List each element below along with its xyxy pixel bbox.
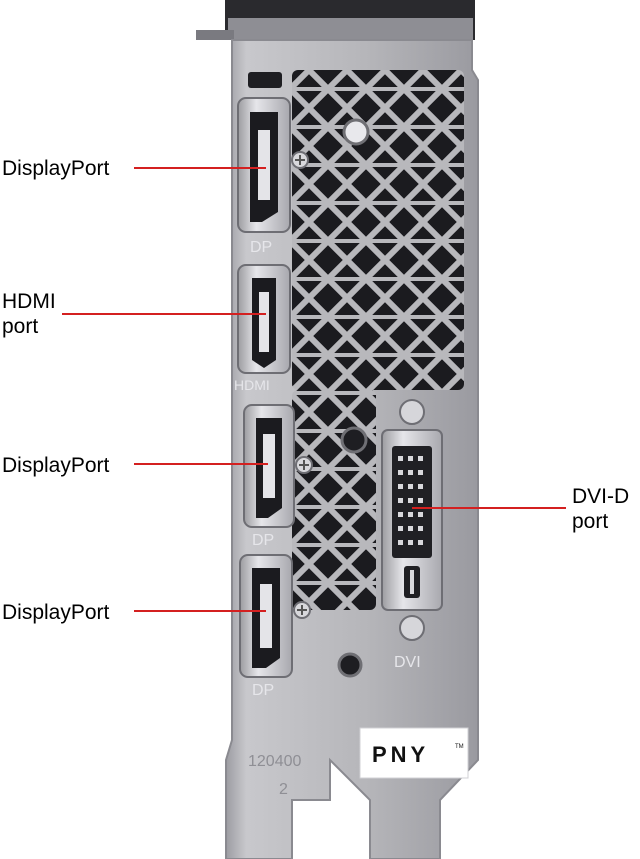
mount-hole-top	[342, 118, 370, 146]
vent-grille-lower	[292, 390, 376, 610]
part-number: 120400	[248, 753, 301, 770]
pny-logo-sticker: PNY TM	[359, 727, 469, 779]
svg-text:TM: TM	[455, 744, 464, 750]
callout-dvi-d-port: DVI-D port	[572, 485, 630, 533]
dvi-d-connector	[381, 429, 443, 611]
callout-displayport-2: DisplayPort	[2, 454, 110, 477]
bracket-screw-2	[295, 456, 313, 474]
displayport-connector-2	[243, 404, 295, 528]
bracket-screw-1	[291, 151, 309, 169]
dvi-thumbscrew-bottom	[399, 615, 425, 641]
bracket-top-lip	[228, 18, 473, 40]
bracket-screw-tab	[196, 30, 234, 40]
label-dp-1: DP	[250, 239, 272, 256]
callout-displayport-3: DisplayPort	[2, 601, 110, 624]
revision-number: 2	[279, 781, 288, 798]
small-slot	[248, 72, 282, 88]
callout-displayport-1: DisplayPort	[2, 157, 110, 180]
svg-text:PNY: PNY	[372, 742, 429, 767]
dvi-thumbscrew-top	[399, 399, 425, 425]
vent-grille-top	[292, 70, 464, 390]
bracket-screw-3	[293, 601, 311, 619]
displayport-connector-1	[237, 97, 291, 233]
displayport-connector-3	[239, 554, 293, 678]
label-dp-3: DP	[252, 682, 274, 699]
mount-hole-bottom	[337, 652, 363, 678]
label-dp-2: DP	[252, 532, 274, 549]
label-dvi: DVI	[394, 654, 421, 671]
mount-hole-lower	[340, 426, 368, 454]
hdmi-connector	[237, 264, 291, 374]
label-hdmi: HDMI	[234, 377, 270, 393]
callout-hdmi-port: HDMI port	[2, 290, 56, 338]
